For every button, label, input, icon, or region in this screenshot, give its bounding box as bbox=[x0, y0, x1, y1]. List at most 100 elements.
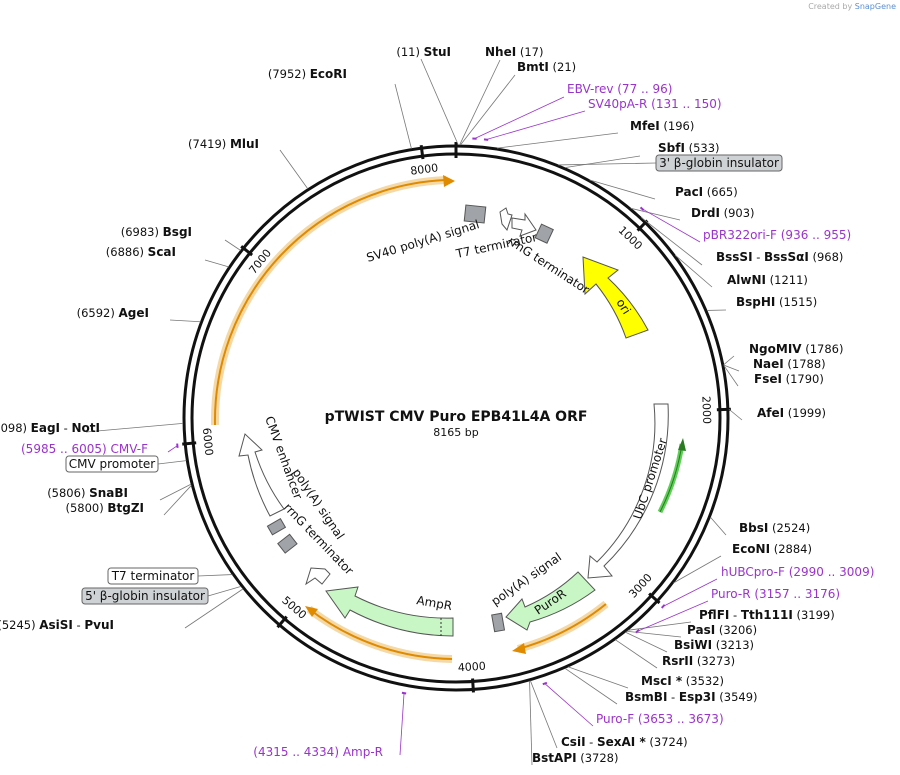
site-label-part: MscI * bbox=[641, 674, 683, 688]
site-label-part: (903) bbox=[720, 206, 755, 220]
site-label-part: BsiWI bbox=[674, 638, 712, 652]
site-label-part: (665) bbox=[703, 185, 738, 199]
feature-sv40-polya-box bbox=[463, 204, 487, 224]
primer-leader-line bbox=[399, 693, 405, 756]
site-leader-line bbox=[723, 364, 740, 372]
site-label-part: PacI bbox=[675, 185, 703, 199]
primer-mark bbox=[542, 681, 548, 686]
site-label-part: AlwNI bbox=[727, 273, 766, 287]
site-leader-line bbox=[723, 365, 739, 387]
site-label-part: (3213) bbox=[712, 638, 754, 652]
site-leader-line bbox=[568, 666, 629, 689]
orf-arc-bottom-right-head bbox=[512, 643, 526, 654]
site-leader-line bbox=[625, 631, 668, 653]
site-label-part: (3549) bbox=[716, 690, 758, 704]
primer-label: SV40pA-R (131 .. 150) bbox=[588, 97, 722, 111]
site-leader-line bbox=[420, 58, 459, 146]
site-label-part: - bbox=[73, 618, 84, 632]
feature-rrng-left-box-1 bbox=[266, 517, 287, 536]
site-label-part: PvuI bbox=[84, 618, 114, 632]
site-label-part: StuI bbox=[424, 45, 451, 59]
site-label-part: (17) bbox=[516, 45, 543, 59]
site-label-part: (3532) bbox=[682, 674, 724, 688]
restriction-site-label: (6098) EagI - NotI bbox=[0, 421, 100, 435]
restriction-site-label: AfeI (1999) bbox=[757, 406, 826, 420]
site-label-part: (3273) bbox=[693, 654, 735, 668]
primer-label-part: (936 .. 955) bbox=[781, 228, 851, 242]
orf-arc-top-left bbox=[210, 176, 447, 426]
site-label-part: DrdI bbox=[691, 206, 720, 220]
site-label-part: PflFI bbox=[699, 608, 729, 622]
restriction-site-label: PflFI - Tth111I (3199) bbox=[699, 608, 835, 622]
site-leader-line bbox=[184, 588, 244, 629]
site-label-part: (2524) bbox=[768, 521, 810, 535]
restriction-site-label: BspHI (1515) bbox=[736, 295, 817, 309]
site-label-part: - bbox=[753, 250, 764, 264]
site-leader-line bbox=[224, 239, 241, 251]
site-leader-line bbox=[496, 132, 619, 149]
site-label-part: SbfI bbox=[658, 141, 685, 155]
primer-leader-line bbox=[663, 578, 718, 607]
tick-mark bbox=[276, 615, 288, 629]
site-leader-line bbox=[529, 680, 558, 749]
primer-leader-line bbox=[641, 208, 701, 243]
site-label-part: Esp3I bbox=[679, 690, 716, 704]
created-by-text: Created by bbox=[808, 2, 853, 11]
site-leader-line bbox=[728, 408, 743, 421]
site-leader-line bbox=[710, 516, 727, 536]
tick-mark bbox=[636, 219, 649, 232]
site-label-part: CsiI bbox=[561, 735, 586, 749]
site-label-part: (1788) bbox=[784, 357, 826, 371]
primer-label: pBR322ori-F (936 .. 955) bbox=[703, 228, 851, 242]
site-label-part: (6983) bbox=[121, 225, 163, 239]
site-label-part: BspHI bbox=[736, 295, 775, 309]
site-label-part: BsmBI bbox=[625, 690, 667, 704]
restriction-site-label: AlwNI (1211) bbox=[727, 273, 808, 287]
site-label-part: (5806) bbox=[47, 486, 89, 500]
site-label-part: BssSI bbox=[716, 250, 753, 264]
restriction-site-label: NgoMIV (1786) bbox=[749, 342, 843, 356]
tick-mark bbox=[648, 592, 661, 605]
leaders-layer bbox=[85, 58, 743, 766]
site-label-part: (2884) bbox=[770, 542, 812, 556]
boxed-feature-leader bbox=[197, 574, 233, 577]
site-label-part: (7419) bbox=[188, 137, 230, 151]
restriction-site-label: (5245) AsiSI - PvuI bbox=[0, 618, 114, 632]
boxed-feature-frame bbox=[65, 455, 159, 473]
restriction-site-label: (6592) AgeI bbox=[77, 306, 149, 320]
orf-arc-top-left-line bbox=[213, 179, 447, 426]
boxed-feature-frame bbox=[81, 587, 209, 605]
tick-mark bbox=[419, 145, 425, 160]
feature-label-ampr: AmpR bbox=[415, 593, 453, 613]
primer-label: Puro-F (3653 .. 3673) bbox=[596, 712, 724, 726]
site-label-part: AfeI bbox=[757, 406, 784, 420]
site-label-part: (1790) bbox=[782, 372, 824, 386]
primer-label-part: Puro-R bbox=[711, 587, 754, 601]
site-leader-line bbox=[279, 149, 309, 189]
site-leader-line bbox=[159, 483, 192, 501]
site-label-part: (6886) bbox=[106, 245, 148, 259]
site-label-part: BtgZI bbox=[107, 501, 144, 515]
site-leader-line bbox=[589, 179, 656, 200]
site-label-part: AgeI bbox=[119, 306, 149, 320]
feature-ori bbox=[582, 256, 649, 339]
site-label-part: - bbox=[60, 421, 71, 435]
site-label-part: (1515) bbox=[775, 295, 817, 309]
primer-label-part: SV40pA-R bbox=[588, 97, 651, 111]
restriction-site-label: MscI * (3532) bbox=[641, 674, 724, 688]
site-label-part: BmtI bbox=[517, 60, 549, 74]
restriction-site-label: BssSI - BssSαI (968) bbox=[716, 250, 843, 264]
restriction-site-label: (7952) EcoRI bbox=[268, 67, 347, 81]
site-leader-line bbox=[169, 319, 201, 323]
feature-rrng-left-box-2 bbox=[277, 533, 298, 554]
site-label-part: (3724) bbox=[646, 735, 688, 749]
site-label-part: MfeI bbox=[630, 119, 660, 133]
tick-label: 2000 bbox=[699, 396, 713, 424]
site-label-part: SexAI * bbox=[597, 735, 646, 749]
boxed-feature-leader bbox=[157, 460, 187, 465]
primer-label: (4315 .. 4334) Amp-R bbox=[253, 745, 383, 759]
site-label-part: (1999) bbox=[784, 406, 826, 420]
site-label-part: (5800) bbox=[65, 501, 107, 515]
tick-label: 8000 bbox=[410, 161, 439, 177]
